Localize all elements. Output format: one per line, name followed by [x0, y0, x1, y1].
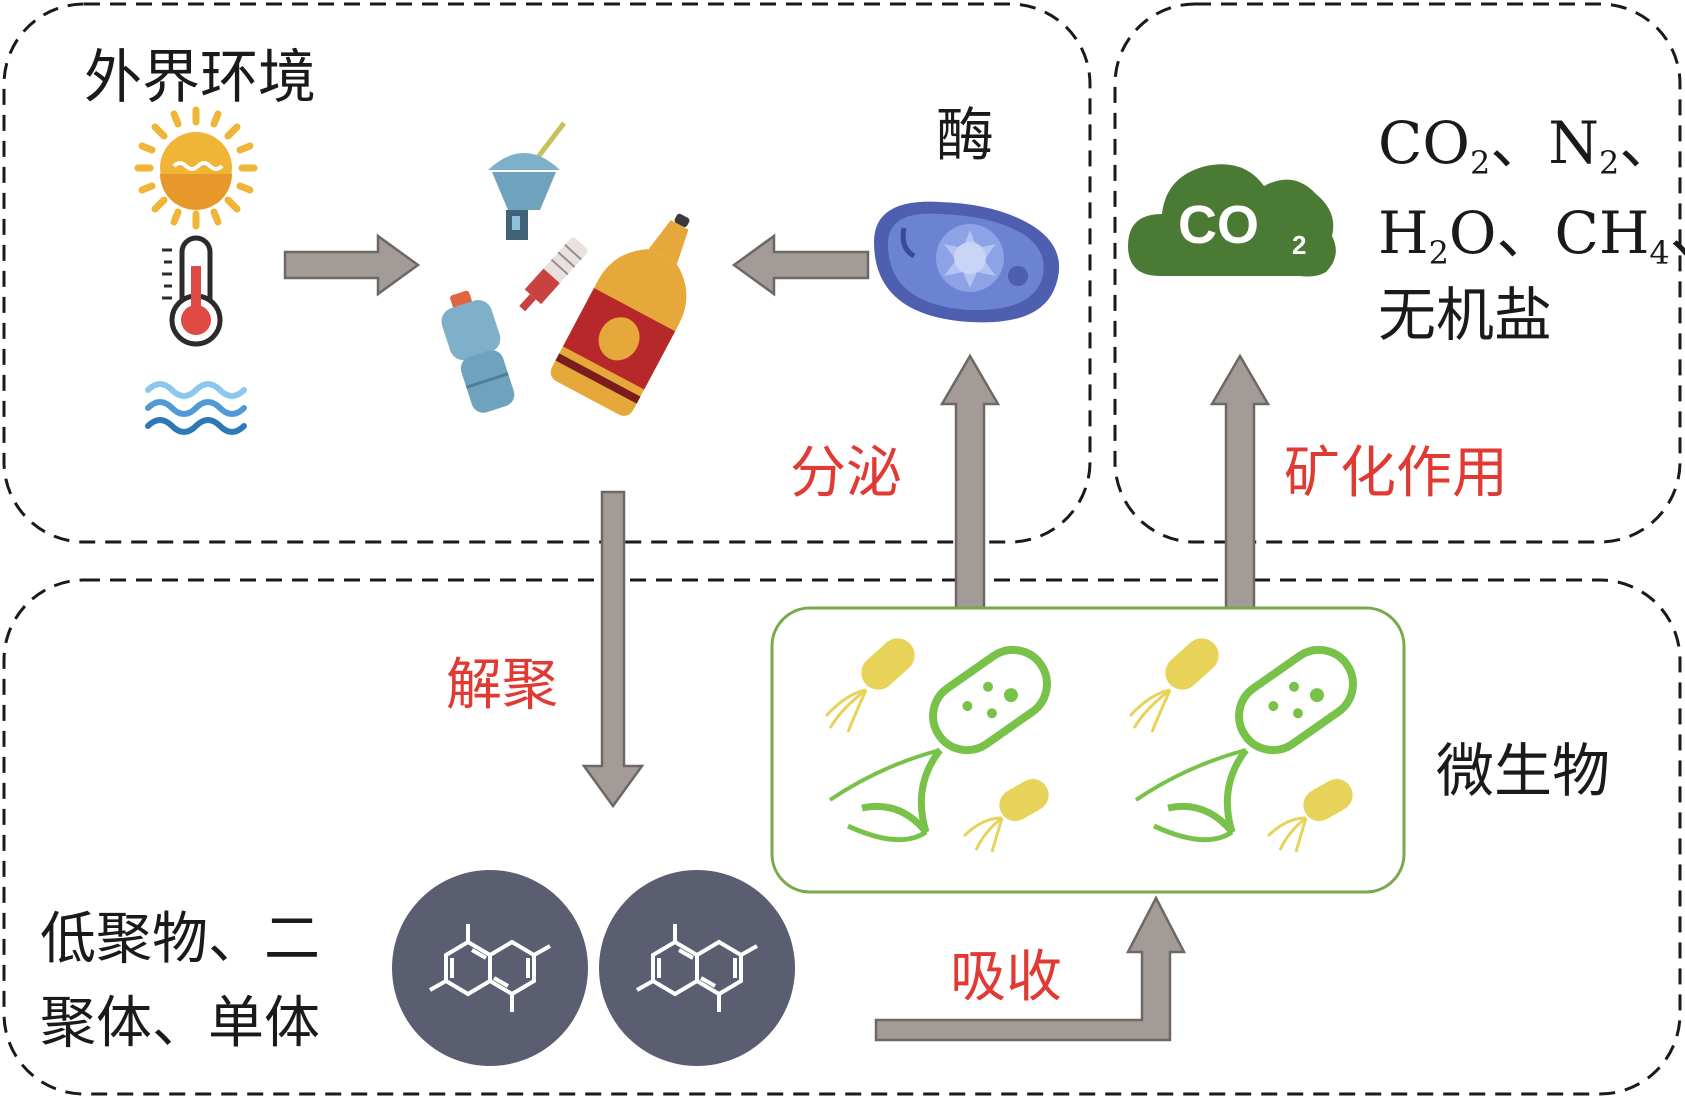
arrow-environment-to-plastics: [283, 233, 421, 297]
thermometer-icon: [162, 235, 223, 347]
enzyme-label: 酶: [936, 101, 995, 169]
bacteria-cluster-right: [1128, 638, 1357, 853]
co2-icon-subscript: 2: [1292, 230, 1306, 260]
arrow-mineralization: [1209, 353, 1271, 612]
enzyme-icon: [874, 201, 1060, 323]
co2-icon-text: CO: [1178, 195, 1259, 255]
arrow-enzyme-to-plastics: [731, 233, 870, 297]
co2-cloud-icon: CO 2: [1128, 164, 1336, 277]
environment-title: 外界环境: [84, 43, 317, 111]
arrow-absorption: [874, 895, 1187, 1042]
water-icon: [145, 381, 247, 435]
oligomer-line-1: 低聚物、二: [40, 907, 320, 972]
microbe-label: 微生物: [1436, 737, 1611, 805]
microbial-region: [2, 578, 1682, 1096]
mineralization-label: 矿化作用: [1284, 441, 1508, 506]
plastic-waste-icon: [441, 121, 690, 416]
oligomer-line-2: 聚体、单体: [40, 991, 320, 1056]
molecule-icon-1: [392, 870, 588, 1066]
products-region: [1113, 2, 1682, 544]
absorption-label: 吸收: [950, 945, 1062, 1010]
arrow-depolymerization: [581, 490, 645, 809]
molecule-icon-2: [599, 870, 795, 1066]
environment-region: [2, 2, 1092, 544]
products-line-1: CO2、N2、: [1378, 109, 1678, 183]
arrow-secretion: [939, 353, 1001, 612]
secretion-label: 分泌: [790, 441, 902, 506]
sun-icon: [134, 106, 258, 230]
bacteria-cluster-left: [824, 638, 1051, 853]
products-line-3: 无机盐: [1378, 281, 1553, 349]
microbe-box: [770, 606, 1406, 894]
products-line-2: H2O、CH4、: [1378, 199, 1685, 273]
depolymerization-label: 解聚: [446, 653, 558, 718]
